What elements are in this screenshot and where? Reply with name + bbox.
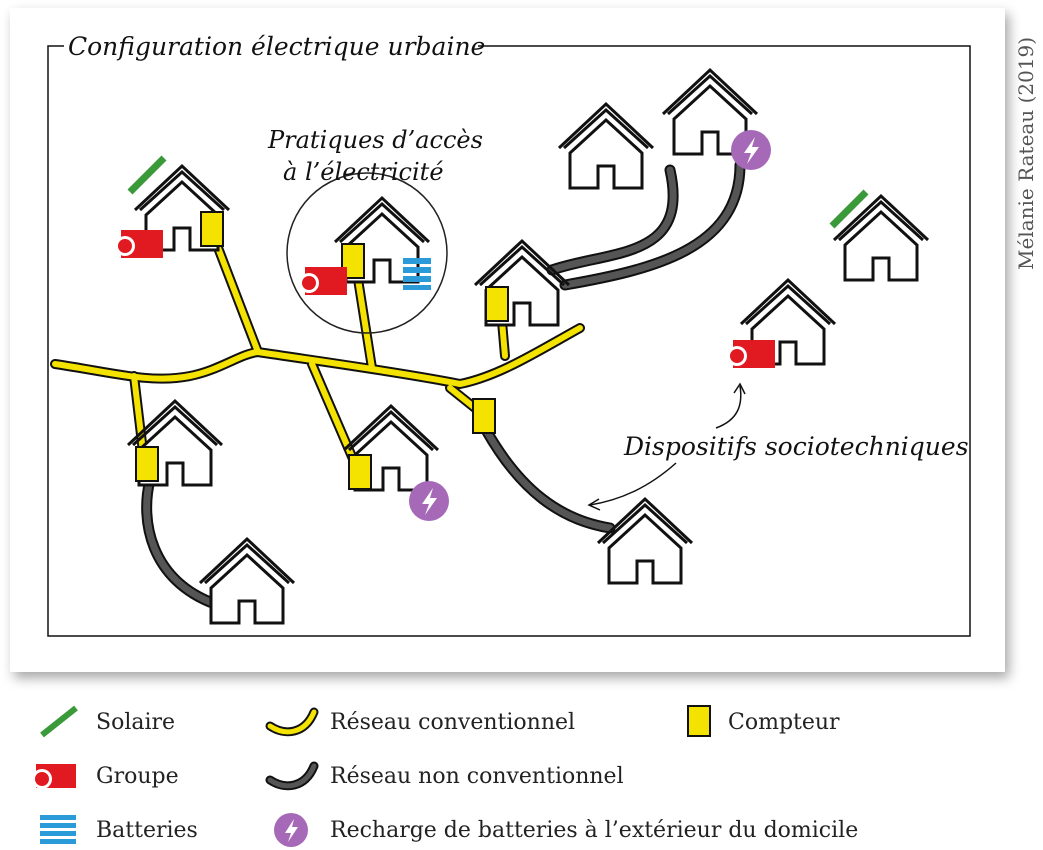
devices-arrow-left-head (587, 498, 601, 511)
legend-charging-icon (274, 813, 308, 847)
legend: Solaire Groupe Batteries Réseau conventi… (32, 705, 858, 847)
access-practices-label-line1: Pratiques d’accès (267, 126, 483, 154)
legend-charging-label: Recharge de batteries à l’extérieur du d… (330, 818, 858, 843)
generator-top-left (115, 230, 163, 258)
conventional-grid (50, 227, 585, 471)
access-practices-circle (286, 172, 448, 334)
legend-meter-icon (687, 705, 711, 737)
legend-generator-icon (32, 764, 76, 789)
solar-far-right (829, 189, 869, 229)
legend-conventional-grid-icon (265, 707, 319, 737)
meter-grid-right (472, 398, 496, 434)
legend-nonconventional-grid-label: Réseau non conventionnel (330, 764, 624, 789)
meter-bottom-center (348, 454, 372, 490)
generator-right (727, 340, 775, 368)
legend-conventional-grid-label: Réseau conventionnel (330, 710, 575, 735)
credit-text: Mélanie Rateau (2019) (1014, 37, 1038, 270)
generator-circle (299, 267, 347, 295)
legend-solar-icon (40, 705, 78, 738)
legend-nonconventional-grid-icon (265, 761, 319, 791)
access-practices-label-line2: à l’électricité (283, 158, 444, 186)
legend-batteries-icon (40, 815, 76, 844)
charging-bottom-center (409, 481, 449, 521)
nonconventional-grid (141, 159, 746, 610)
diagram-frame (47, 45, 971, 637)
meter-bottom-left (135, 446, 159, 482)
devices-label: Dispositifs sociotechniques (623, 432, 969, 461)
legend-meter-label: Compteur (728, 710, 840, 735)
meter-top-left (200, 211, 224, 247)
legend-batteries-label: Batteries (96, 818, 198, 843)
devices-arrow-up (715, 385, 742, 429)
devices-arrow-left (589, 462, 677, 506)
diagram-title: Configuration électrique urbaine (68, 32, 485, 61)
solar-top-left (127, 155, 167, 195)
legend-solar-label: Solaire (96, 710, 175, 735)
charging-top-right (731, 130, 771, 170)
legend-generator-label: Groupe (96, 764, 179, 789)
devices-arrow-up-head (733, 382, 746, 395)
meter-center-right (485, 286, 509, 322)
